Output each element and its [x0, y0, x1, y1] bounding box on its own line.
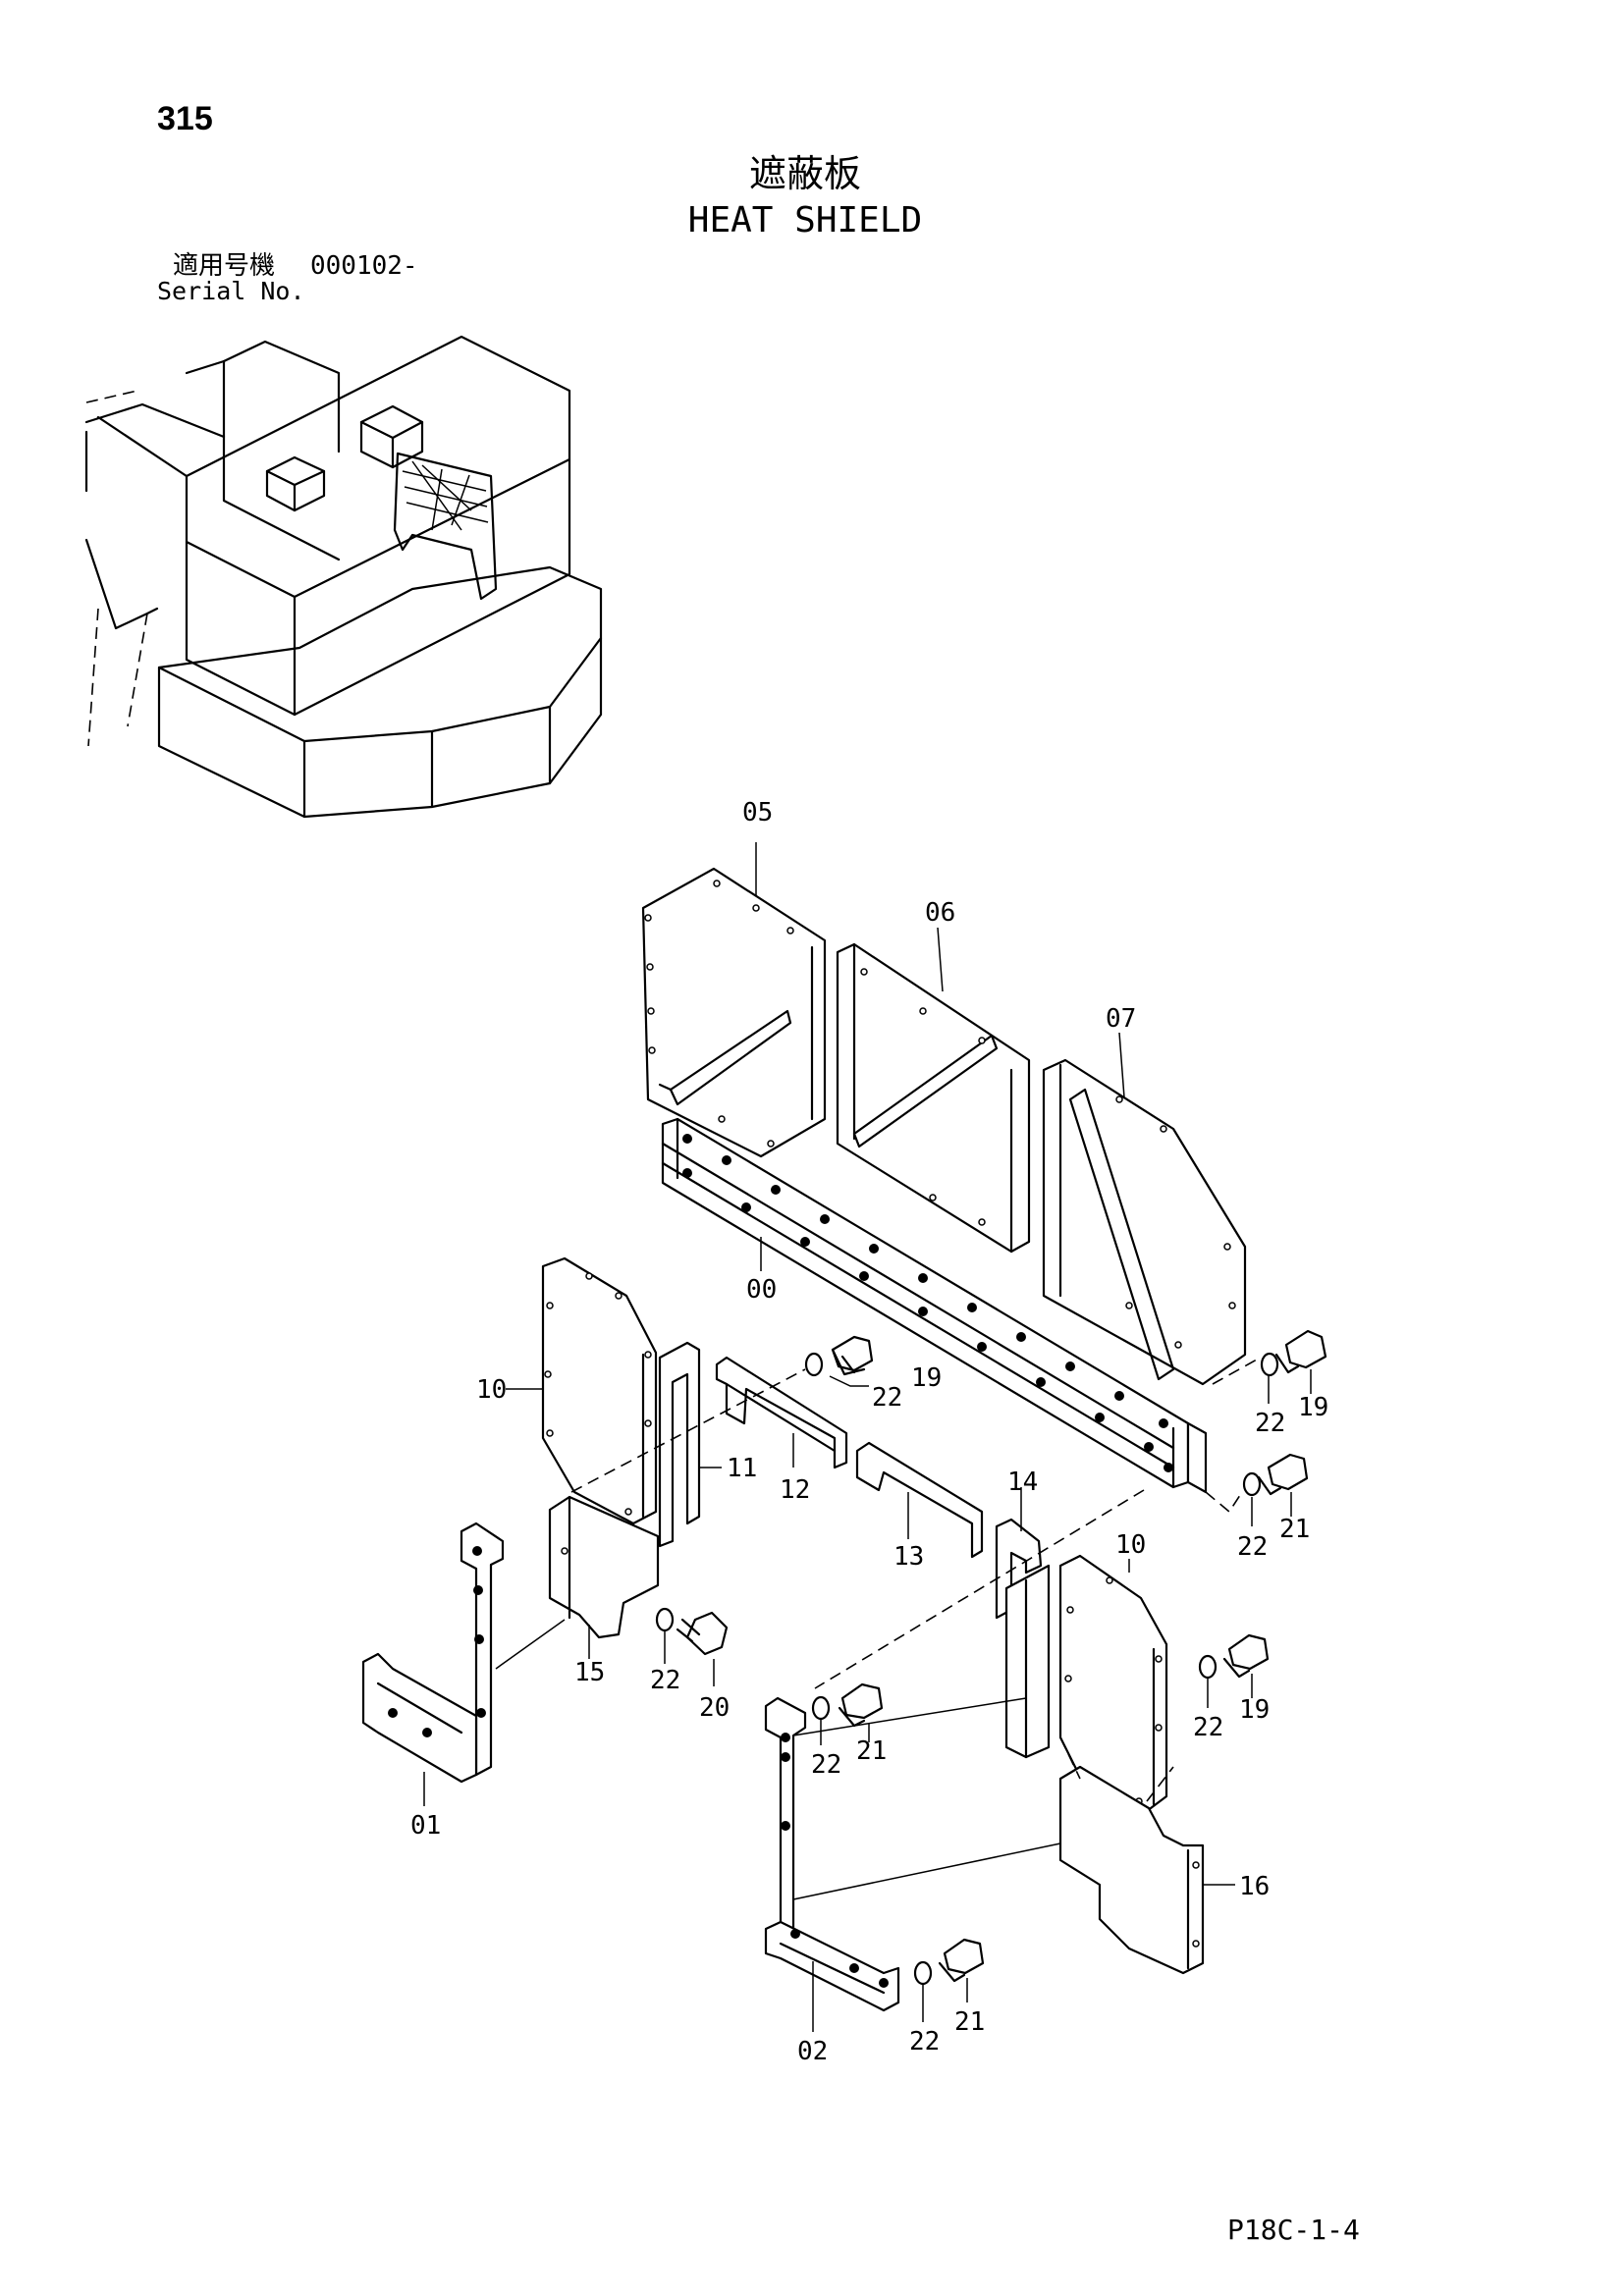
serial-label-japanese: 適用号機	[173, 251, 276, 281]
machine-locator-sketch	[84, 335, 603, 819]
panel-16	[1058, 1765, 1205, 1975]
bolt-19-upper	[831, 1335, 874, 1376]
bolt-20	[676, 1611, 729, 1656]
callout-22-bottom: 22	[909, 2027, 940, 2056]
bolt-19-lower	[1222, 1633, 1270, 1679]
callout-14: 14	[1007, 1468, 1038, 1497]
page-number: 315	[157, 100, 213, 137]
bolt-19-right	[1274, 1329, 1327, 1374]
callout-02: 02	[797, 2037, 828, 2066]
callout-13: 13	[893, 1542, 924, 1572]
bolt-21-bottom	[938, 1938, 985, 1983]
assembly-guide-lines	[495, 1359, 1258, 1900]
callout-22-lower-right: 22	[1193, 1713, 1223, 1742]
callout-16: 16	[1239, 1872, 1270, 1901]
bracket-13	[855, 1441, 984, 1559]
serial-label-english: Serial No.	[157, 277, 305, 305]
callout-07: 07	[1106, 1004, 1136, 1034]
panel-10-right	[1058, 1554, 1168, 1813]
rail-bolts	[682, 1134, 1173, 1472]
callout-15: 15	[574, 1658, 605, 1687]
callout-10-right: 10	[1115, 1530, 1146, 1560]
callout-11: 11	[727, 1454, 757, 1483]
panel-10-left	[541, 1256, 658, 1525]
callout-01: 01	[410, 1811, 441, 1841]
callout-19-right: 19	[1298, 1393, 1328, 1422]
callout-21-right: 21	[1279, 1515, 1310, 1544]
callout-22-upper: 22	[872, 1383, 902, 1413]
bracket-14	[995, 1518, 1051, 1759]
callout-labels: 05 06 07 00 10 11 12 13 14 15 22 19 22 1…	[410, 798, 1328, 2066]
callout-22-right-lower: 22	[1237, 1532, 1268, 1562]
callout-22-right: 22	[1255, 1409, 1285, 1438]
washers	[655, 1352, 1279, 1986]
panel-07	[1042, 1058, 1247, 1386]
callout-06: 06	[925, 898, 955, 928]
leader-lines	[423, 842, 1312, 2032]
callout-00: 00	[746, 1275, 777, 1305]
rail-assembly-00	[661, 1117, 1208, 1494]
callout-12: 12	[780, 1475, 810, 1505]
callout-10-left: 10	[476, 1375, 507, 1405]
callout-22-left: 22	[650, 1666, 680, 1695]
title-english: HEAT SHIELD	[687, 200, 923, 240]
bolt-21-center	[838, 1682, 884, 1728]
bracket-11	[658, 1341, 701, 1548]
bolt-21-right-upper	[1257, 1453, 1309, 1496]
callout-19-lower: 19	[1239, 1695, 1270, 1725]
callout-22-center: 22	[811, 1750, 841, 1780]
title-japanese: 遮蔽板	[748, 152, 861, 195]
panel-05	[641, 867, 827, 1158]
frame-01	[361, 1522, 505, 1784]
frame-02	[764, 1696, 900, 2012]
bolts	[676, 1329, 1327, 1983]
callout-21-center: 21	[856, 1736, 887, 1766]
serial-number-value: 000102-	[310, 251, 418, 281]
bracket-12	[715, 1356, 848, 1469]
callout-20: 20	[699, 1693, 730, 1723]
panel-15	[548, 1495, 660, 1639]
panel-06	[836, 942, 1031, 1254]
callout-21-bottom: 21	[954, 2007, 985, 2037]
callout-19-upper: 19	[911, 1363, 942, 1393]
callout-05: 05	[742, 798, 773, 828]
figure-code: P18C-1-4	[1227, 2214, 1360, 2246]
